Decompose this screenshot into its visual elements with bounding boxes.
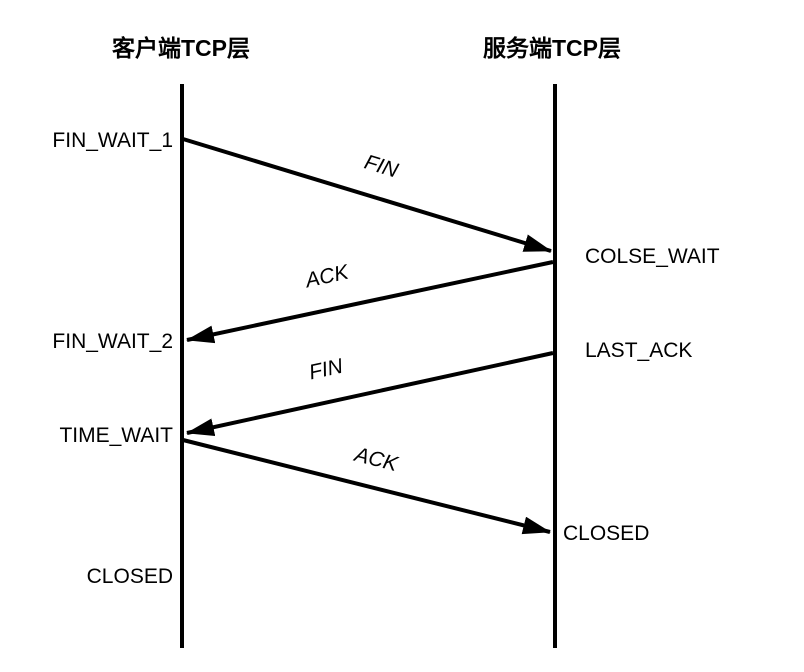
server-state-closed: CLOSED	[563, 522, 650, 545]
client-state-time-wait: TIME_WAIT	[59, 424, 173, 447]
fin-arrow-server-to-client	[186, 351, 554, 437]
client-lifeline-title: 客户端TCP层	[112, 35, 250, 61]
server-lifeline-title: 服务端TCP层	[483, 35, 621, 61]
ack-arrow-server-to-client	[186, 260, 554, 344]
server-state-close-wait: COLSE_WAIT	[585, 245, 720, 268]
ack-arrow-client-to-server	[182, 438, 551, 535]
server-state-last-ack: LAST_ACK	[585, 339, 693, 362]
client-state-fin-wait-2: FIN_WAIT_2	[52, 330, 173, 353]
client-state-fin-wait-1: FIN_WAIT_1	[52, 129, 173, 152]
client-state-closed: CLOSED	[86, 565, 173, 588]
fin-arrow-client-to-server	[182, 137, 552, 253]
